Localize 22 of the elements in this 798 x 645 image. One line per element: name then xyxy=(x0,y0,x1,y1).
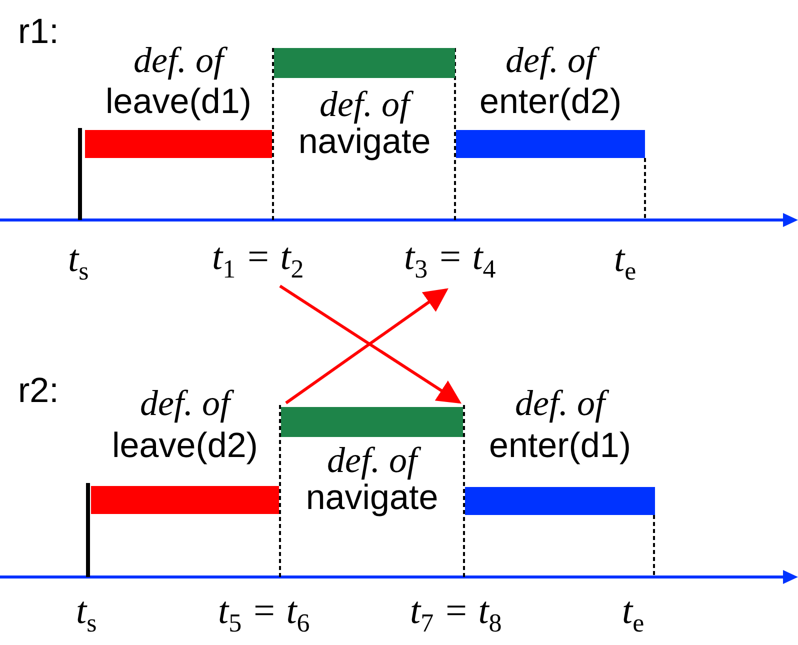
definition-label: def. of xyxy=(281,442,463,478)
definition-label: def. of xyxy=(91,385,279,421)
action-label: navigate xyxy=(304,480,440,515)
definition-label: def. of xyxy=(465,385,655,421)
time-label: t$_{e}$ xyxy=(622,592,644,637)
definition-label: def. of xyxy=(456,42,645,78)
row-label: r2: xyxy=(18,373,59,408)
time-label: t$_{5}$ = t$_{6}$ xyxy=(218,592,310,637)
action-label: enter(d1) xyxy=(488,428,632,463)
time-label: t$_{s}$ xyxy=(76,592,97,637)
action-label: navigate xyxy=(297,124,432,159)
action-label: leave(d2) xyxy=(111,428,259,463)
row-label: r1: xyxy=(18,14,59,49)
time-label: t$_{1}$ = t$_{2}$ xyxy=(212,238,305,283)
time-label: t$_{s}$ xyxy=(68,240,89,285)
action-label: enter(d2) xyxy=(478,84,623,119)
action-label: leave(d1) xyxy=(104,84,252,119)
time-label: t$_{3}$ = t$_{4}$ xyxy=(404,238,497,283)
time-label: t$_{e}$ xyxy=(614,240,636,285)
time-label: t$_{7}$ = t$_{8}$ xyxy=(410,592,502,637)
definition-label: def. of xyxy=(274,86,455,122)
definition-label: def. of xyxy=(85,42,272,78)
